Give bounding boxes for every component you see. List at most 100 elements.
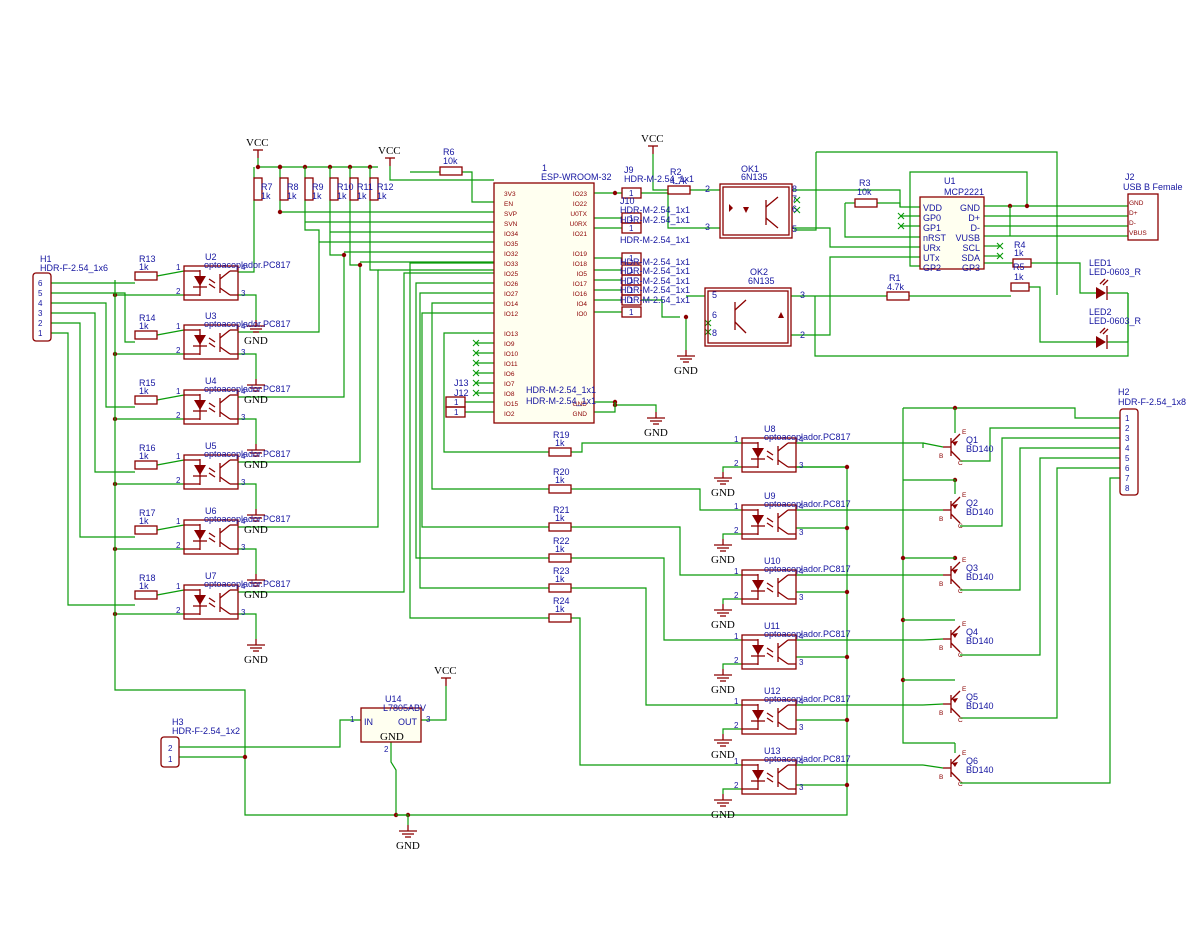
r2-ref: R2	[670, 167, 682, 177]
vcc-label: VCC	[246, 137, 269, 149]
junction-dot	[277, 164, 283, 170]
h1-connector	[32, 272, 52, 342]
pin-number: 4	[799, 757, 804, 766]
pin-number: 1	[734, 757, 739, 766]
gnd-symbol	[647, 412, 665, 425]
pullup-resistor	[329, 177, 339, 201]
common-rail	[114, 280, 400, 816]
u1-pin-right: SDA	[961, 253, 980, 263]
no-connect-mark	[472, 389, 480, 397]
pin-number: 2	[734, 781, 739, 790]
j13-ref: J13	[454, 378, 469, 388]
pin-header-1x1	[621, 187, 642, 199]
gnd-symbol	[247, 574, 265, 587]
pullup-resistor	[253, 177, 263, 201]
mcu-pin-label: SVN	[504, 221, 518, 228]
wire	[51, 312, 135, 473]
wire	[238, 200, 255, 273]
r6-ref: R6	[443, 147, 455, 157]
input-resistor-ref: R16	[139, 443, 156, 453]
output-resistor-value: 1k	[555, 513, 565, 523]
junction-dot	[844, 525, 850, 531]
wire	[179, 719, 361, 748]
gnd-symbol	[714, 794, 732, 807]
mcu-pin-label: IO5	[577, 271, 588, 278]
h2-pin: 3	[1125, 434, 1130, 443]
wire	[960, 437, 1120, 527]
junction-dot	[242, 754, 248, 760]
pullup-resistor	[349, 177, 359, 201]
gnd-label: GND	[711, 684, 735, 696]
input-optocoupler	[183, 454, 239, 490]
junction-dot	[683, 314, 689, 320]
wire	[415, 282, 549, 559]
h2-ref: H2	[1118, 387, 1130, 397]
vcc-symbol	[253, 149, 263, 158]
transistor-ref: Q3	[966, 563, 978, 573]
wire	[960, 427, 1120, 462]
r4-value: 1k	[1014, 248, 1024, 258]
ok1-pin: 3	[705, 222, 710, 232]
wire	[1029, 286, 1096, 343]
u1-pin-right: VUSB	[955, 233, 980, 243]
pnp-transistor	[943, 625, 961, 653]
input-resistor	[134, 590, 158, 600]
r5-value: 1k	[1014, 272, 1024, 282]
pin-number: 4	[241, 322, 246, 331]
pullup-value: 1k	[357, 191, 367, 201]
input-optocoupler	[183, 389, 239, 425]
pullup-resistor	[369, 177, 379, 201]
ok2-pin: 8	[712, 328, 717, 338]
junction-dot	[357, 262, 363, 268]
wire	[1031, 262, 1096, 294]
header-value: HDR-M-2.54_1x1	[620, 215, 690, 225]
mcu-pin-label: GND	[573, 411, 588, 418]
r5-ref: R5	[1013, 262, 1025, 272]
wire	[431, 302, 549, 490]
pin-number: 3	[799, 783, 804, 792]
transistor-value: BD140	[966, 701, 994, 711]
input-optocoupler	[183, 265, 239, 301]
junction-dot	[844, 589, 850, 595]
mcu-pin-label: IO16	[573, 291, 587, 298]
output-resistor-value: 1k	[555, 475, 565, 485]
wire	[922, 764, 944, 769]
wire	[791, 256, 920, 336]
r4-resistor	[1012, 258, 1032, 268]
gnd-label: GND	[244, 589, 268, 601]
gnd-label: GND	[644, 427, 668, 439]
output-resistor-ref: R20	[553, 467, 570, 477]
wire	[794, 152, 817, 231]
mcu-pin-label: EN	[504, 201, 513, 208]
wire	[844, 203, 920, 238]
gnd-symbol	[247, 379, 265, 392]
wire	[922, 703, 944, 706]
h1-ref: H1	[40, 254, 52, 264]
mcu-pin-label: GND	[573, 401, 588, 408]
components	[32, 145, 1159, 838]
mcu-pin-label: 3V3	[504, 191, 516, 198]
wire	[443, 332, 549, 453]
junction-dot	[1024, 203, 1030, 209]
header-pin: 1	[629, 276, 634, 285]
emitter-pin: E	[962, 750, 967, 757]
header-pin: 1	[629, 286, 634, 295]
j12-ref: J12	[454, 388, 469, 398]
h2-pin: 5	[1125, 454, 1130, 463]
collector-pin: C	[958, 717, 963, 724]
ok1-pin: 5	[792, 224, 797, 234]
mcu-pin-label: IO21	[573, 231, 587, 238]
gnd-symbol	[714, 669, 732, 682]
gnd-symbol	[714, 539, 732, 552]
input-opto-value: optoacoplador.PC817	[204, 449, 291, 459]
r4-ref: R4	[1014, 240, 1026, 250]
u1-pin-right: GP3	[962, 263, 980, 273]
led1-value: LED-0603_R	[1089, 267, 1142, 277]
h2-value: HDR-F-2.54_1x8	[1118, 397, 1186, 407]
output-opto-value: optoacoplador.PC817	[764, 432, 851, 442]
vcc-label: VCC	[378, 145, 401, 157]
wire	[571, 526, 742, 576]
pin-number: 1	[176, 263, 181, 272]
pin-number: 4	[241, 517, 246, 526]
pin-number: 1	[176, 582, 181, 591]
